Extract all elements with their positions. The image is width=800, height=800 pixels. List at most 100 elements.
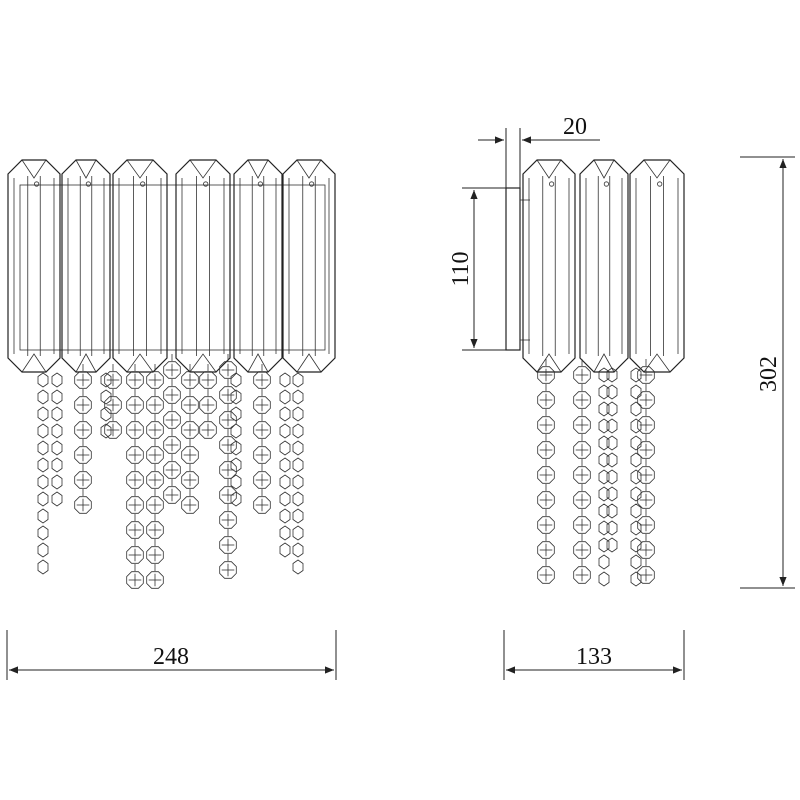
octagon-crystal <box>163 386 181 404</box>
tube-screw <box>308 181 315 187</box>
octagon-crystal <box>74 421 92 439</box>
octagon-crystal <box>181 496 199 514</box>
octagon-crystal <box>573 416 591 434</box>
octagon-crystal <box>74 396 92 414</box>
prism-crystal <box>630 520 642 536</box>
octagon-crystal <box>163 436 181 454</box>
prism-crystal <box>279 474 291 490</box>
octagon-crystal <box>573 541 591 559</box>
prism-crystal <box>51 406 63 422</box>
prism-crystal <box>279 457 291 473</box>
octagon-crystal <box>537 466 555 484</box>
tube-outline <box>629 159 685 373</box>
octagon-crystal <box>573 441 591 459</box>
mount-depth-label: 20 <box>563 114 587 140</box>
prism-crystal <box>630 367 642 383</box>
crystal-strand <box>100 372 112 439</box>
octagon-crystal <box>537 491 555 509</box>
octagon-crystal <box>573 366 591 384</box>
prism-crystal <box>230 406 242 422</box>
prism-crystal <box>100 389 112 405</box>
prism-crystal <box>51 423 63 439</box>
octagon-crystal <box>199 371 217 389</box>
prism-crystal <box>100 372 112 388</box>
prism-crystal <box>598 401 610 417</box>
prism-crystal <box>292 474 304 490</box>
prism-crystal <box>630 537 642 553</box>
octagon-crystal <box>637 391 655 409</box>
prism-crystal <box>230 423 242 439</box>
octagon-crystal <box>126 446 144 464</box>
octagon-crystal <box>637 416 655 434</box>
octagon-crystal <box>163 411 181 429</box>
octagon-crystal <box>163 361 181 379</box>
front-crystal-tubes <box>7 159 336 373</box>
prism-crystal <box>230 372 242 388</box>
prism-crystal <box>606 367 618 383</box>
dimension-mount-height: 110 <box>448 187 506 351</box>
octagon-crystal <box>219 486 237 504</box>
prism-crystal <box>37 389 49 405</box>
prism-crystal <box>630 571 642 587</box>
octagon-crystal <box>637 441 655 459</box>
prism-crystal <box>292 389 304 405</box>
tube-cap-top <box>21 159 47 179</box>
tube-cap-top <box>296 159 322 179</box>
octagon-crystal <box>126 421 144 439</box>
tube-cap-bottom <box>536 353 562 373</box>
octagon-crystal <box>253 496 271 514</box>
prism-crystal <box>51 491 63 507</box>
prism-crystal <box>100 423 112 439</box>
octagon-crystal <box>163 461 181 479</box>
tube-cap-bottom <box>126 353 154 373</box>
tube-cap-bottom <box>296 353 322 373</box>
tube-cap-bottom <box>75 353 97 373</box>
prism-crystal <box>292 440 304 456</box>
crystal-strand <box>537 359 555 584</box>
octagon-crystal <box>126 396 144 414</box>
octagon-crystal <box>573 391 591 409</box>
octagon-crystal <box>537 441 555 459</box>
octagon-crystal <box>253 471 271 489</box>
tube-screw <box>140 181 146 187</box>
front-view <box>7 159 336 589</box>
octagon-crystal <box>181 471 199 489</box>
crystal-tube <box>629 159 685 373</box>
prism-crystal <box>230 440 242 456</box>
prism-crystal <box>292 559 304 575</box>
tube-cap-top <box>593 159 615 179</box>
octagon-crystal <box>573 491 591 509</box>
crystal-strand <box>146 364 164 589</box>
octagon-crystal <box>219 536 237 554</box>
tube-cap-bottom <box>189 353 217 373</box>
octagon-crystal <box>181 371 199 389</box>
tube-screw <box>657 181 663 187</box>
prism-crystal <box>292 525 304 541</box>
prism-crystal <box>292 491 304 507</box>
octagon-crystal <box>146 396 164 414</box>
crystal-tube <box>112 159 168 373</box>
crystal-tube <box>282 159 336 373</box>
octagon-crystal <box>74 371 92 389</box>
prism-crystal <box>37 508 49 524</box>
octagon-crystal <box>637 541 655 559</box>
prism-crystal <box>606 384 618 400</box>
tube-outline <box>522 159 576 373</box>
prism-crystal <box>598 469 610 485</box>
prism-crystal <box>37 423 49 439</box>
prism-crystal <box>606 486 618 502</box>
tube-cap-top <box>247 159 269 179</box>
octagon-crystal <box>104 396 122 414</box>
height-label: 302 <box>756 356 782 392</box>
crystal-strand <box>630 367 642 587</box>
octagon-crystal <box>146 546 164 564</box>
tube-screw <box>603 181 610 187</box>
crystal-tube <box>7 159 61 373</box>
prism-crystal <box>51 457 63 473</box>
prism-crystal <box>598 435 610 451</box>
octagon-crystal <box>219 436 237 454</box>
octagon-crystal <box>126 471 144 489</box>
prism-crystal <box>598 486 610 502</box>
prism-crystal <box>37 525 49 541</box>
tube-screw <box>548 181 555 187</box>
